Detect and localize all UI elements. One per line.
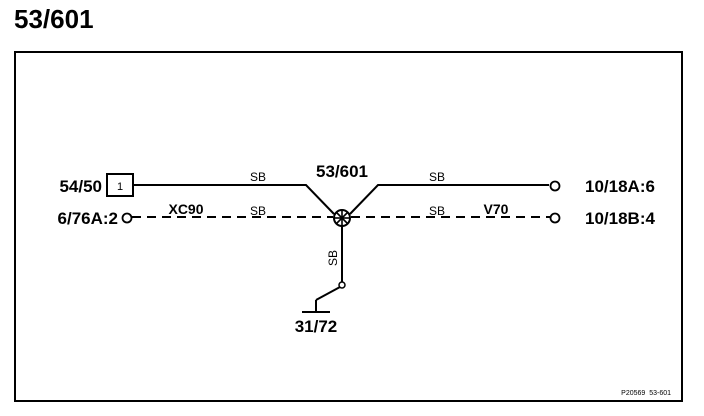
terminal-left-lower-icon: [121, 212, 133, 224]
connector-right-lower-label: 10/18B:4: [585, 209, 655, 228]
reference-label: P20569 53-601: [621, 390, 671, 397]
terminal-right-upper-icon: [549, 180, 561, 192]
wire-upper-right: [349, 184, 549, 215]
ground-switch-icon: [302, 281, 346, 313]
diagram-frame: [14, 51, 683, 402]
connector-box-icon: [106, 173, 134, 197]
terminal-right-lower-icon: [549, 212, 561, 224]
wire-color-label: SB: [250, 170, 266, 184]
model-label-right: V70: [484, 201, 509, 217]
wire-color-label-vertical: SB: [326, 250, 340, 266]
model-label-left: XC90: [168, 201, 203, 217]
wire-color-label: SB: [429, 170, 445, 184]
splice-label: 53/601: [316, 162, 368, 181]
splice-icon: [333, 209, 351, 227]
wire-upper-left: [134, 184, 335, 215]
page-title: 53/601: [14, 4, 94, 34]
connector-right-upper-label: 10/18A:6: [585, 177, 655, 196]
connector-left-upper-label: 54/50: [59, 177, 102, 196]
connector-left-lower-label: 6/76A:2: [58, 209, 118, 228]
connector-pin-label: 1: [117, 181, 123, 193]
ground-label: 31/72: [295, 317, 338, 336]
wire-color-label: SB: [250, 204, 266, 218]
wire-color-label: SB: [429, 204, 445, 218]
